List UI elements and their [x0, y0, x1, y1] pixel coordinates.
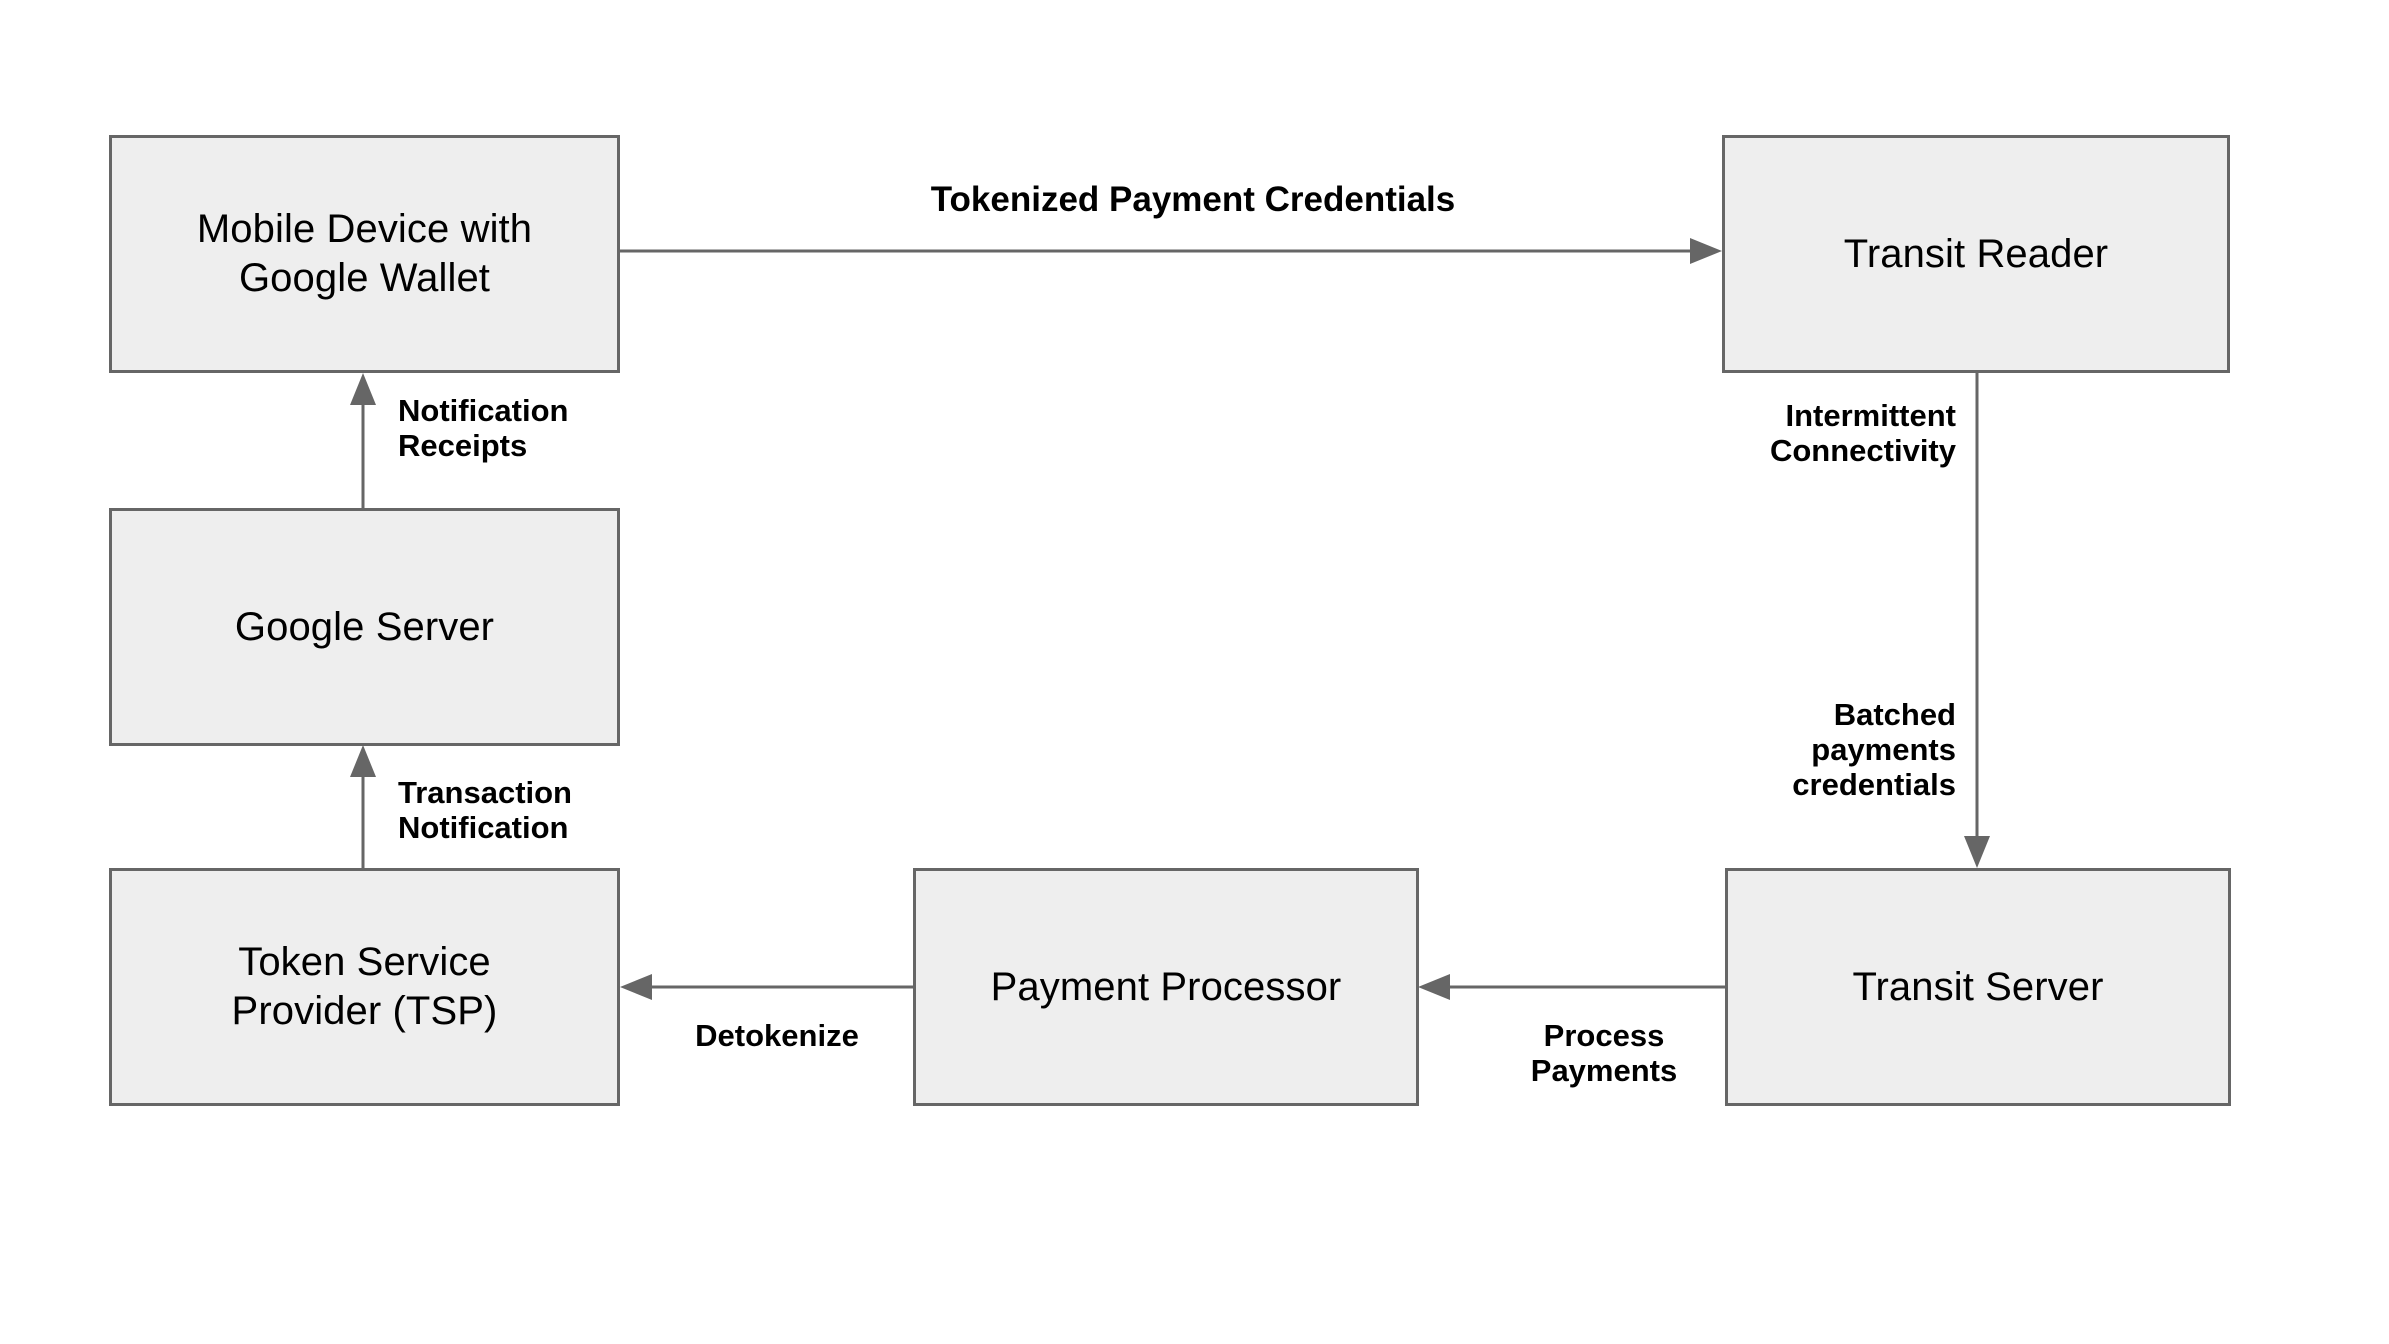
edge-label-process-payments: Process Payments: [1530, 1018, 1678, 1089]
node-mobile-device-label: Mobile Device with Google Wallet: [196, 207, 533, 300]
node-token-service-provider-label: Token Service Provider (TSP): [231, 940, 498, 1033]
node-transit-reader[interactable]: Transit Reader: [1722, 135, 2230, 373]
edge-label-intermittent-connectivity: Intermittent Connectivity: [1769, 398, 1956, 469]
edge-label-detokenize: Detokenize: [695, 1018, 859, 1053]
edge-label-notification-receipts: Notification Receipts: [398, 393, 569, 464]
edge-transit-server-to-processor: [1418, 974, 1725, 1000]
node-google-server-label: Google Server: [234, 604, 495, 649]
node-transit-server-label: Transit Server: [1852, 964, 2104, 1009]
node-token-service-provider[interactable]: Token Service Provider (TSP): [109, 868, 620, 1106]
node-payment-processor-label: Payment Processor: [990, 964, 1342, 1009]
edge-google-server-to-mobile: [350, 373, 376, 508]
edge-label-transaction-notification: Transaction Notification: [398, 775, 572, 846]
node-payment-processor[interactable]: Payment Processor: [913, 868, 1419, 1106]
edge-label-batched-payments-credentials: Batched payments credentials: [1792, 697, 1956, 803]
edge-label-tokenized-payment-credentials: Tokenized Payment Credentials: [930, 180, 1456, 219]
node-google-server[interactable]: Google Server: [109, 508, 620, 746]
node-transit-reader-label: Transit Reader: [1843, 231, 2109, 276]
edge-processor-to-tsp: [620, 974, 913, 1000]
edge-reader-to-transit-server: [1964, 373, 1990, 868]
edge-mobile-to-reader: [620, 238, 1722, 264]
node-transit-server[interactable]: Transit Server: [1725, 868, 2231, 1106]
edge-tsp-to-google-server: [350, 745, 376, 868]
node-mobile-device[interactable]: Mobile Device with Google Wallet: [109, 135, 620, 373]
